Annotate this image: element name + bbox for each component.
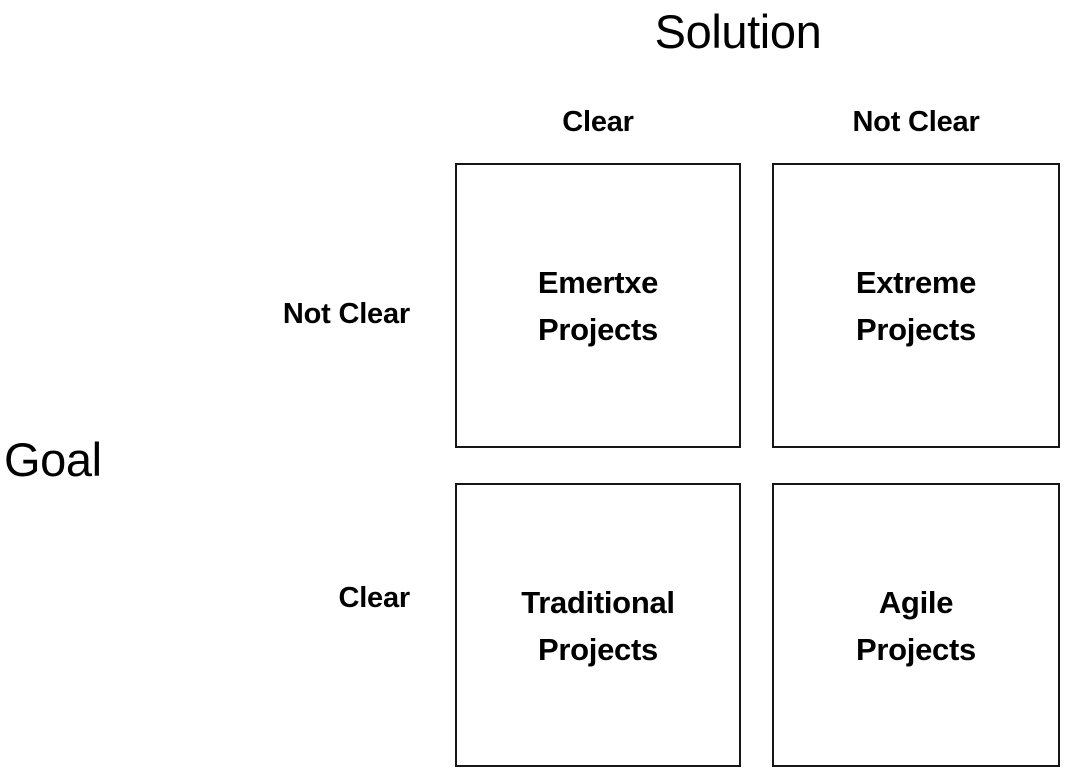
column-header-clear: Clear [562,106,634,138]
quadrant-label-line-2: Projects [856,631,976,667]
quadrant-label-line-2: Projects [538,312,658,348]
row-axis-title: Goal [4,433,102,486]
quadrant-label-line-1: Emertxe [537,265,659,301]
quadrant-traditional-projects[interactable]: Traditional Projects [455,483,741,767]
column-header-not-clear: Not Clear [852,106,980,138]
quadrant-label: Agile Projects [774,579,1058,673]
quadrant-label: Emertxe Projects [457,259,739,353]
quadrant-emertxe-projects[interactable]: Emertxe Projects [455,163,741,448]
row-header-clear: Clear [338,582,410,614]
quadrant-label-line-1: Agile [878,584,954,620]
quadrant-label-line-1: Traditional [521,584,675,620]
column-axis-title: Solution [654,5,822,58]
quadrant-label-line-1: Extreme [855,265,977,301]
quadrant-label: Extreme Projects [774,259,1058,353]
quadrant-label: Traditional Projects [457,579,739,673]
quadrant-label-line-2: Projects [538,631,658,667]
row-header-not-clear: Not Clear [282,298,410,330]
quadrant-label-line-2: Projects [856,312,976,348]
quadrant-agile-projects[interactable]: Agile Projects [772,483,1060,767]
quadrant-extreme-projects[interactable]: Extreme Projects [772,163,1060,448]
